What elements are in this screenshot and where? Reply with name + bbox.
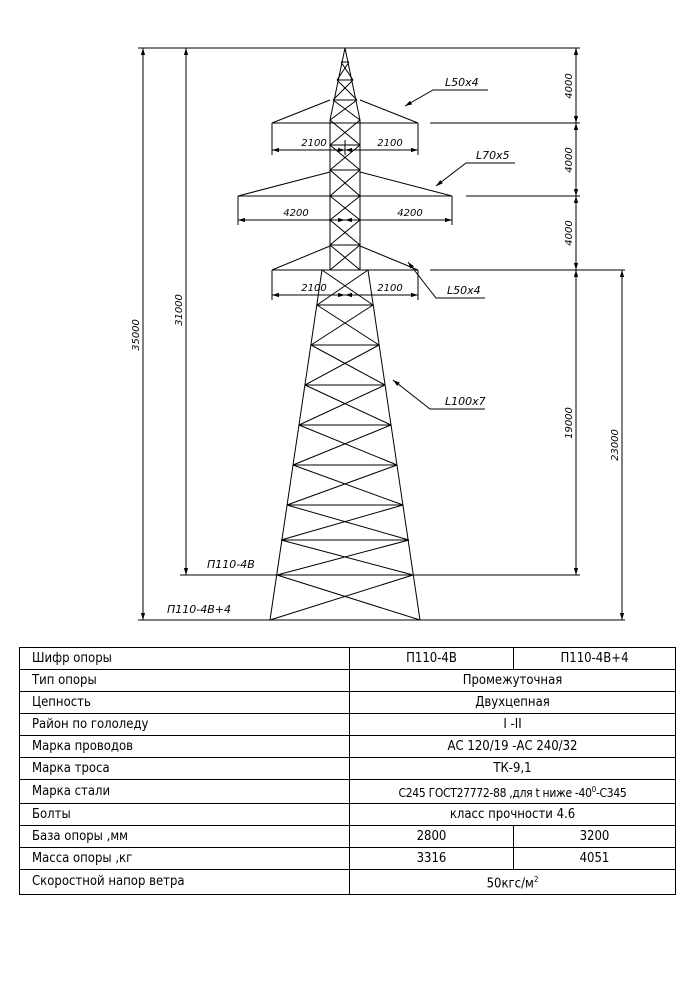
cell-value: С245 ГОСТ27772-88 ,для t ниже -400-С345 <box>349 779 676 804</box>
cell-value: Промежуточная <box>349 669 676 692</box>
row-label: Шифр опоры <box>19 647 350 670</box>
dim-arm-top-left: 2100 <box>301 138 326 149</box>
table-row: Шифр опоры П110-4В П110-4В+4 <box>19 647 676 670</box>
spec-table: Шифр опоры П110-4В П110-4В+4 Тип опоры П… <box>19 647 676 896</box>
dim-seg-top: 4000 <box>564 73 575 98</box>
table-row: Марка проводов АС 120/19 -АС 240/32 <box>19 735 676 758</box>
dim-arm-low-left: 2100 <box>301 283 326 294</box>
dim-arm-top-right: 2100 <box>377 138 402 149</box>
dim-arm-mid-left: 4200 <box>283 208 308 219</box>
row-label: База опоры ,мм <box>19 825 350 848</box>
row-label: Болты <box>19 803 350 826</box>
dim-arm-mid-right: 4200 <box>397 208 422 219</box>
row-label: Район по гололеду <box>19 713 350 736</box>
table-row: Масса опоры ,кг 3316 4051 <box>19 847 676 870</box>
table-row: Марка стали С245 ГОСТ27772-88 ,для t ниж… <box>19 779 676 804</box>
cell-value: 2800 <box>349 825 514 848</box>
row-label: Марка троса <box>19 757 350 780</box>
dim-lower-height: 19000 <box>564 407 575 439</box>
cell-value: 4051 <box>513 847 676 870</box>
dim-lower-height-ext: 23000 <box>610 429 621 461</box>
dim-total-height: 35000 <box>131 319 142 351</box>
dim-seg-mid: 4000 <box>564 147 575 172</box>
cell-value: П110-4В <box>349 647 514 670</box>
cell-value: ТК-9,1 <box>349 757 676 780</box>
row-label: Цепность <box>19 691 350 714</box>
table-row: Болты класс прочности 4.6 <box>19 803 676 826</box>
steel-grade-tail: -С345 <box>595 786 627 800</box>
row-label: Марка проводов <box>19 735 350 758</box>
callout-l50x4-top: L50x4 <box>445 76 479 89</box>
dim-seg-low: 4000 <box>564 220 575 245</box>
table-row: Марка троса ТК-9,1 <box>19 757 676 780</box>
tower-drawing: 35000 31000 4000 4000 4000 19000 23000 2… <box>131 47 625 621</box>
cell-value: 3316 <box>349 847 514 870</box>
row-label: Марка стали <box>19 779 350 804</box>
table-row: Тип опоры Промежуточная <box>19 669 676 692</box>
cell-value: АС 120/19 -АС 240/32 <box>349 735 676 758</box>
callout-l70x5: L70x5 <box>476 149 510 162</box>
level-label-base: П110-4В <box>207 558 255 571</box>
row-label: Масса опоры ,кг <box>19 847 350 870</box>
degree-sup: 0 <box>591 785 597 794</box>
cell-value: Двухцепная <box>349 691 676 714</box>
table-row: Цепность Двухцепная <box>19 691 676 714</box>
table-row: Скоростной напор ветра 50кгс/м2 <box>19 868 676 896</box>
cell-value: 3200 <box>513 825 676 848</box>
callout-l50x4-low: L50x4 <box>447 284 481 297</box>
row-label: Тип опоры <box>19 669 350 692</box>
cell-value: 50кгс/м2 <box>349 868 676 896</box>
dim-arm-low-right: 2100 <box>377 283 402 294</box>
row-label: Скоростной напор ветра <box>19 868 350 896</box>
square-sup: 2 <box>533 875 539 884</box>
cell-value: П110-4В+4 <box>513 647 676 670</box>
dim-height-base: 31000 <box>174 294 185 326</box>
cell-value: класс прочности 4.6 <box>349 803 676 826</box>
table-row: База опоры ,мм 2800 3200 <box>19 825 676 848</box>
table-row: Район по гололеду I -II <box>19 713 676 736</box>
cell-value: I -II <box>349 713 676 736</box>
steel-grade-text: С245 ГОСТ27772-88 ,для t ниже -40 <box>398 786 592 800</box>
wind-pressure-text: 50кгс/м <box>486 876 534 892</box>
callout-l100x7: L100x7 <box>445 395 486 408</box>
level-label-ext: П110-4В+4 <box>167 603 231 616</box>
